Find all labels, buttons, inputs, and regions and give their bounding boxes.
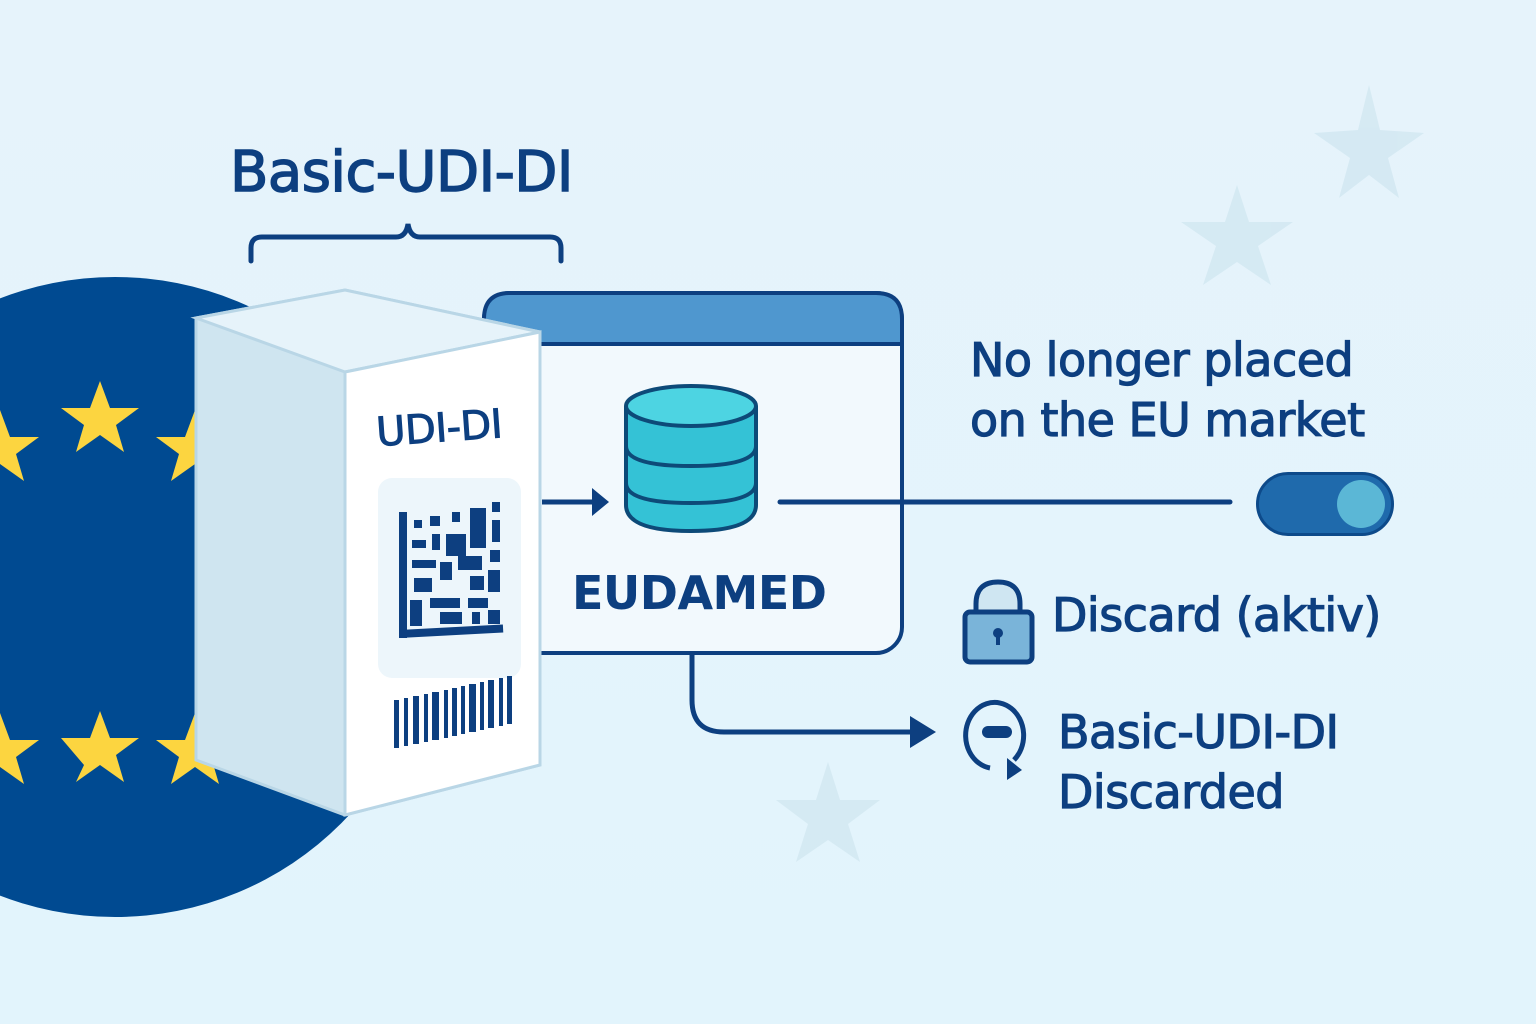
discard-cycle-icon bbox=[963, 699, 1027, 780]
diagram-title: Basic-UDI-DI bbox=[229, 139, 574, 206]
bg-star-icon bbox=[776, 762, 880, 862]
market-status-line2: on the EU market bbox=[969, 392, 1365, 447]
bg-star-icon bbox=[1314, 85, 1424, 198]
database-icon bbox=[624, 384, 758, 534]
toggle-knob bbox=[1337, 480, 1385, 528]
market-status-line1: No longer placed bbox=[969, 332, 1354, 387]
bg-star-icon bbox=[1181, 185, 1293, 285]
discarded-status-text: Basic-UDI-DI Discarded bbox=[1057, 702, 1339, 822]
brace-icon bbox=[248, 223, 564, 264]
product-box bbox=[190, 288, 542, 817]
discard-arrow-icon bbox=[689, 655, 936, 748]
lock-icon bbox=[962, 579, 1035, 665]
product-udi-label: UDI-DI bbox=[374, 401, 504, 457]
database-label: EUDAMED bbox=[572, 566, 827, 620]
datamatrix-icon bbox=[399, 502, 504, 638]
background-stars bbox=[776, 85, 1424, 862]
barcode-icon bbox=[394, 676, 512, 748]
discard-status-label: Discard (aktiv) bbox=[1051, 587, 1382, 642]
discarded-line2: Discarded bbox=[1057, 764, 1285, 819]
arrow-icon bbox=[542, 488, 609, 516]
market-status-toggle[interactable] bbox=[1256, 472, 1394, 536]
discarded-line1: Basic-UDI-DI bbox=[1057, 704, 1339, 759]
market-status-text: No longer placed on the EU market bbox=[969, 330, 1365, 450]
